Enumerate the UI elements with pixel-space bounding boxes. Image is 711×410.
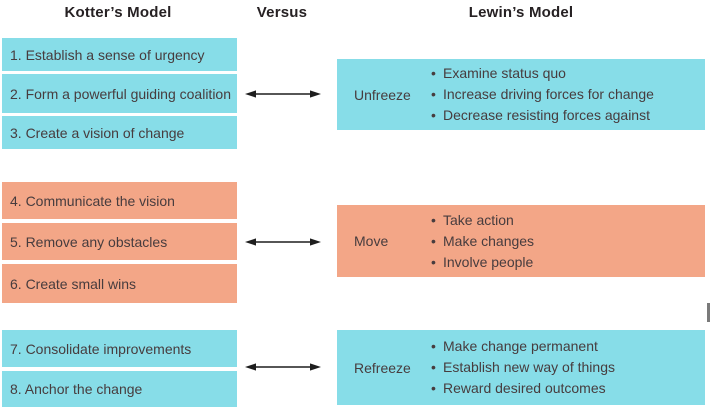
lewin-phase-move-label: Move [354,233,389,249]
bullet-text: Involve people [443,253,534,270]
bullet-item: • Decrease resisting forces against [431,105,654,126]
kotter-step-5: 5. Remove any obstacles [2,223,237,260]
bullet-icon: • [431,232,436,249]
kotter-step-6-label: 6. Create small wins [10,275,137,292]
lewin-phase-refreeze-label: Refreeze [354,359,411,376]
bullet-icon: • [431,86,436,102]
kotter-step-6: 6. Create small wins [2,264,237,303]
lewin-phase-unfreeze-label: Unfreeze [354,86,411,103]
bullet-icon: • [431,107,436,123]
bullet-item: • Reward desired outcomes [431,378,615,399]
text-cursor-artifact [707,303,710,322]
kotter-model-heading: Kotter’s Model [64,4,172,21]
bullet-text: Make change permanent [443,338,598,354]
bullet-icon: • [431,211,436,228]
bullet-text: Establish new way of things [443,359,615,375]
bullet-icon: • [431,380,436,396]
kotter-step-3: 3. Create a vision of change [2,116,237,149]
double-arrow-icon [245,363,321,371]
bullet-text: Reward desired outcomes [443,380,606,396]
bullet-item: • Increase driving forces for change [431,84,654,105]
versus-heading: Versus [256,4,308,21]
bullet-text: Make changes [443,232,535,249]
bullet-item: • Involve people [431,252,534,273]
bullet-icon: • [431,65,436,81]
bullet-icon: • [431,359,436,375]
double-arrow-icon [245,90,321,98]
lewin-phase-refreeze-bullets: • Make change permanent • Establish new … [431,336,615,399]
bullet-item: • Make changes [431,231,534,252]
bullet-text: Examine status quo [443,65,566,81]
double-arrow-icon [245,238,321,246]
lewin-phase-unfreeze-bullets: • Examine status quo • Increase driving … [431,63,654,126]
lewin-phase-move: Move • Take action • Make changes • Invo… [337,205,705,277]
lewin-model-heading: Lewin’s Model [468,4,574,21]
kotter-step-4-label: 4. Communicate the vision [10,192,175,209]
kotter-step-7-label: 7. Consolidate improvements [10,340,192,357]
bullet-item: • Examine status quo [431,63,654,84]
lewin-phase-move-bullets: • Take action • Make changes • Involve p… [431,210,534,273]
lewin-phase-refreeze: Refreeze • Make change permanent • Estab… [337,330,705,405]
bullet-item: • Make change permanent [431,336,615,357]
kotter-step-2-label: 2. Form a powerful guiding coalition [10,85,232,102]
kotter-step-3-label: 3. Create a vision of change [10,124,185,141]
bullet-text: Increase driving forces for change [443,86,654,102]
kotter-step-4: 4. Communicate the vision [2,182,237,219]
kotter-step-2: 2. Form a powerful guiding coalition [2,74,237,113]
bullet-item: • Take action [431,210,534,231]
bullet-item: • Establish new way of things [431,357,615,378]
kotter-step-8: 8. Anchor the change [2,371,237,407]
kotter-step-1: 1. Establish a sense of urgency [2,38,237,71]
kotter-step-1-label: 1. Establish a sense of urgency [10,46,205,63]
kotter-step-7: 7. Consolidate improvements [2,330,237,367]
kotter-step-5-label: 5. Remove any obstacles [10,233,168,250]
bullet-icon: • [431,338,436,354]
kotter-step-8-label: 8. Anchor the change [10,381,143,397]
lewin-phase-unfreeze: Unfreeze • Examine status quo • Increase… [337,59,705,130]
bullet-text: Take action [443,211,514,228]
bullet-icon: • [431,253,436,270]
bullet-text: Decrease resisting forces against [443,107,650,123]
